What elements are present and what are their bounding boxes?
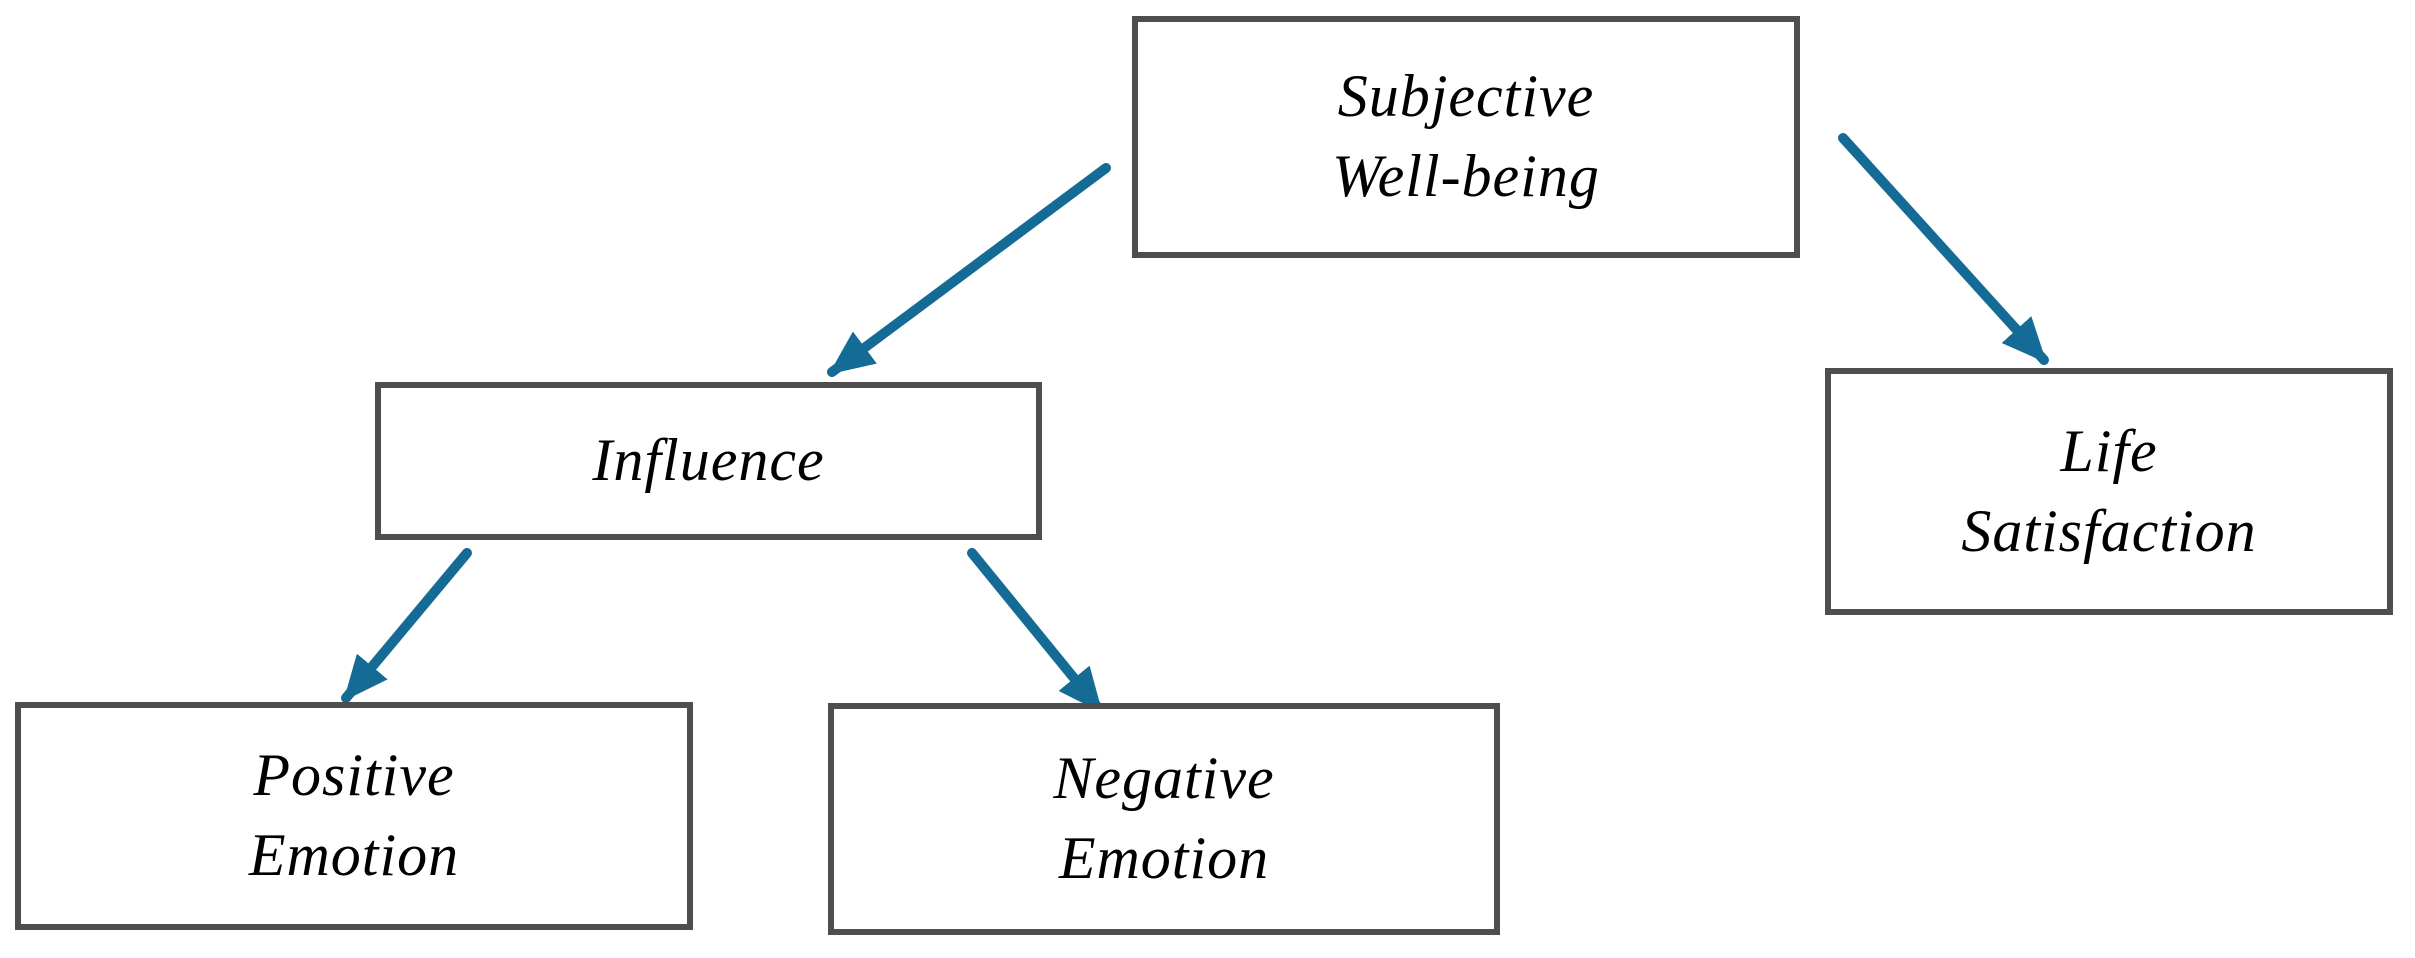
label-line: Satisfaction [1961,497,2257,564]
label-line: Negative [1053,745,1275,812]
label-line: Emotion [248,822,460,888]
node-life-satisfaction: Life Satisfaction [1825,368,2393,615]
node-influence: Influence [375,382,1042,540]
label-line: Well-being [1332,143,1600,209]
node-label-subjective-well-being: Subjective Well-being [1332,57,1600,217]
arrow-swb-to-life-satisfaction [1838,133,2049,365]
node-label-positive-emotion: Positive Emotion [249,736,459,896]
node-negative-emotion: Negative Emotion [828,703,1500,935]
label-line: Positive [253,742,455,809]
arrow-swb-to-influence [827,163,1111,377]
label-line: Emotion [1058,825,1270,891]
node-label-life-satisfaction: Life Satisfaction [1961,412,2256,572]
node-positive-emotion: Positive Emotion [15,702,693,930]
label-line: Influence [592,427,825,494]
node-label-influence: Influence [592,421,824,501]
arrow-influence-to-positive-emotion [341,548,472,703]
label-line: Life [2060,417,2158,484]
arrow-influence-to-negative-emotion [967,548,1105,715]
node-subjective-well-being: Subjective Well-being [1132,16,1800,258]
label-line: Subjective [1337,63,1595,130]
node-label-negative-emotion: Negative Emotion [1053,739,1274,899]
